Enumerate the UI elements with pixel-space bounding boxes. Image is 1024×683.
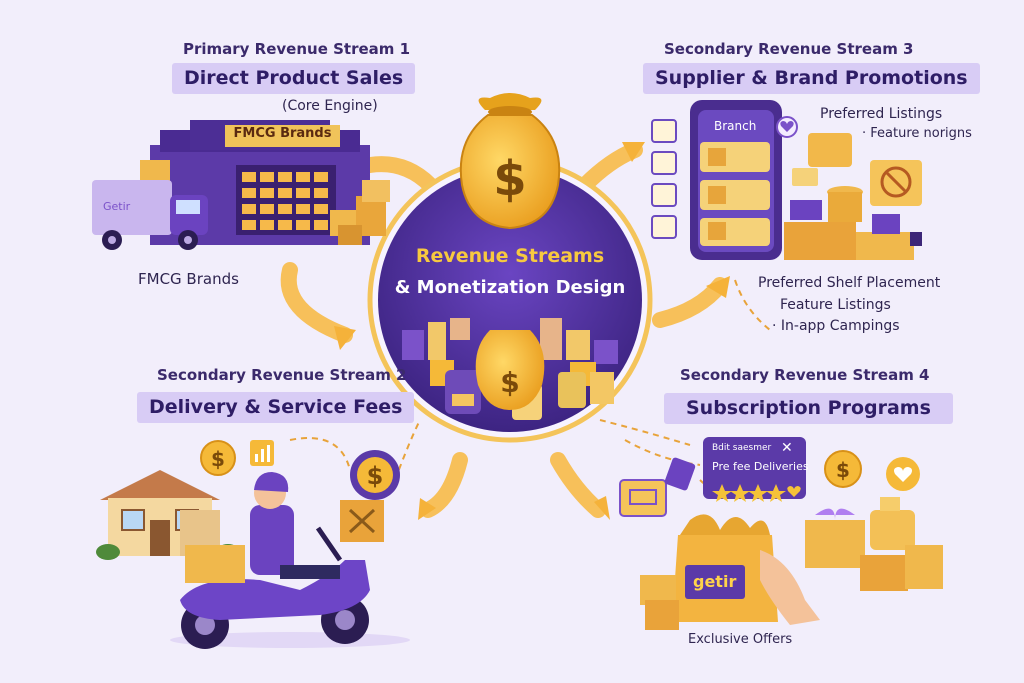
gift-boxes: [805, 497, 943, 591]
stream4-title: Subscription Programs: [664, 393, 953, 424]
hub-title-line2: & Monetization Design: [394, 277, 626, 298]
arrow-hub-to-left: [280, 262, 353, 343]
shopping-bag-icon: [640, 514, 820, 630]
scooter-icon: [170, 472, 410, 649]
stream4-kicker: Secondary Revenue Stream 4: [680, 366, 930, 384]
delivery-box-icon: [340, 500, 384, 542]
stream1-caption: FMCG Brands: [138, 270, 239, 288]
flow-arrows: [280, 142, 728, 518]
note-shelf: Preferred Shelf Placement: [758, 275, 941, 291]
box-stack-store: [330, 180, 390, 245]
arrow-hub-to-subscription: [550, 452, 606, 518]
stream3-kicker: Secondary Revenue Stream 3: [664, 40, 914, 58]
house-icon: [96, 470, 240, 560]
phone-icon: [690, 100, 782, 260]
promo-goods: [784, 133, 922, 260]
note-preferred-listings: Preferred Listings: [820, 106, 943, 122]
goods-pile: $: [402, 318, 618, 420]
dollar-coin-icon-2: $: [824, 450, 862, 488]
store-sign: FMCG Brands: [233, 126, 332, 141]
arrow-store-to-hub: [362, 156, 438, 193]
subscription-card: [703, 437, 806, 502]
bag-label: getir: [693, 572, 737, 591]
stream1-title: Direct Product Sales: [172, 63, 416, 94]
coin-bubble-icon: $: [350, 450, 400, 500]
stream1-subtitle: (Core Engine): [282, 98, 378, 114]
stream3-title: Supplier & Brand Promotions: [643, 63, 980, 94]
svg-text:$: $: [836, 458, 850, 482]
chart-icon: [250, 440, 274, 466]
phone-header: Branch: [714, 119, 757, 133]
money-bag-icon: $: [459, 93, 561, 230]
close-icon: ✕: [781, 440, 793, 456]
note-feature-listings: Feature Listings: [780, 297, 891, 313]
card-mid-text: Pre fee Deliveries: [712, 460, 809, 473]
stream4-caption: Exclusive Offers: [688, 632, 793, 647]
stream2-title: Delivery & Service Fees: [137, 392, 415, 423]
heart-icon: [776, 116, 798, 138]
hub-title-line1: Revenue Streams: [415, 245, 605, 267]
arrow-hub-to-promotions: [577, 142, 643, 193]
stream1-kicker: Primary Revenue Stream 1: [183, 40, 411, 58]
svg-text:$: $: [493, 151, 526, 207]
svg-text:$: $: [367, 462, 384, 490]
dollar-coin-icon: $: [200, 440, 236, 476]
star-icon: [712, 484, 786, 502]
arrow-hub-to-delivery: [420, 452, 468, 518]
heart-badge-icon: [886, 457, 920, 491]
sidebar-tiles: [651, 119, 677, 239]
note-feature: · Feature norigns: [862, 126, 972, 141]
note-inapp: · In-app Campings: [772, 318, 900, 334]
card-top-text: Bdit saesmer: [712, 443, 772, 453]
svg-text:$: $: [211, 447, 225, 471]
stream2-kicker: Secondary Revenue Stream 2: [157, 366, 407, 384]
truck-label: Getir: [103, 200, 131, 213]
svg-text:$: $: [500, 366, 519, 399]
arrow-hub-to-right: [652, 277, 728, 328]
truck-icon: [92, 180, 208, 250]
ticket-icon: [619, 457, 696, 517]
